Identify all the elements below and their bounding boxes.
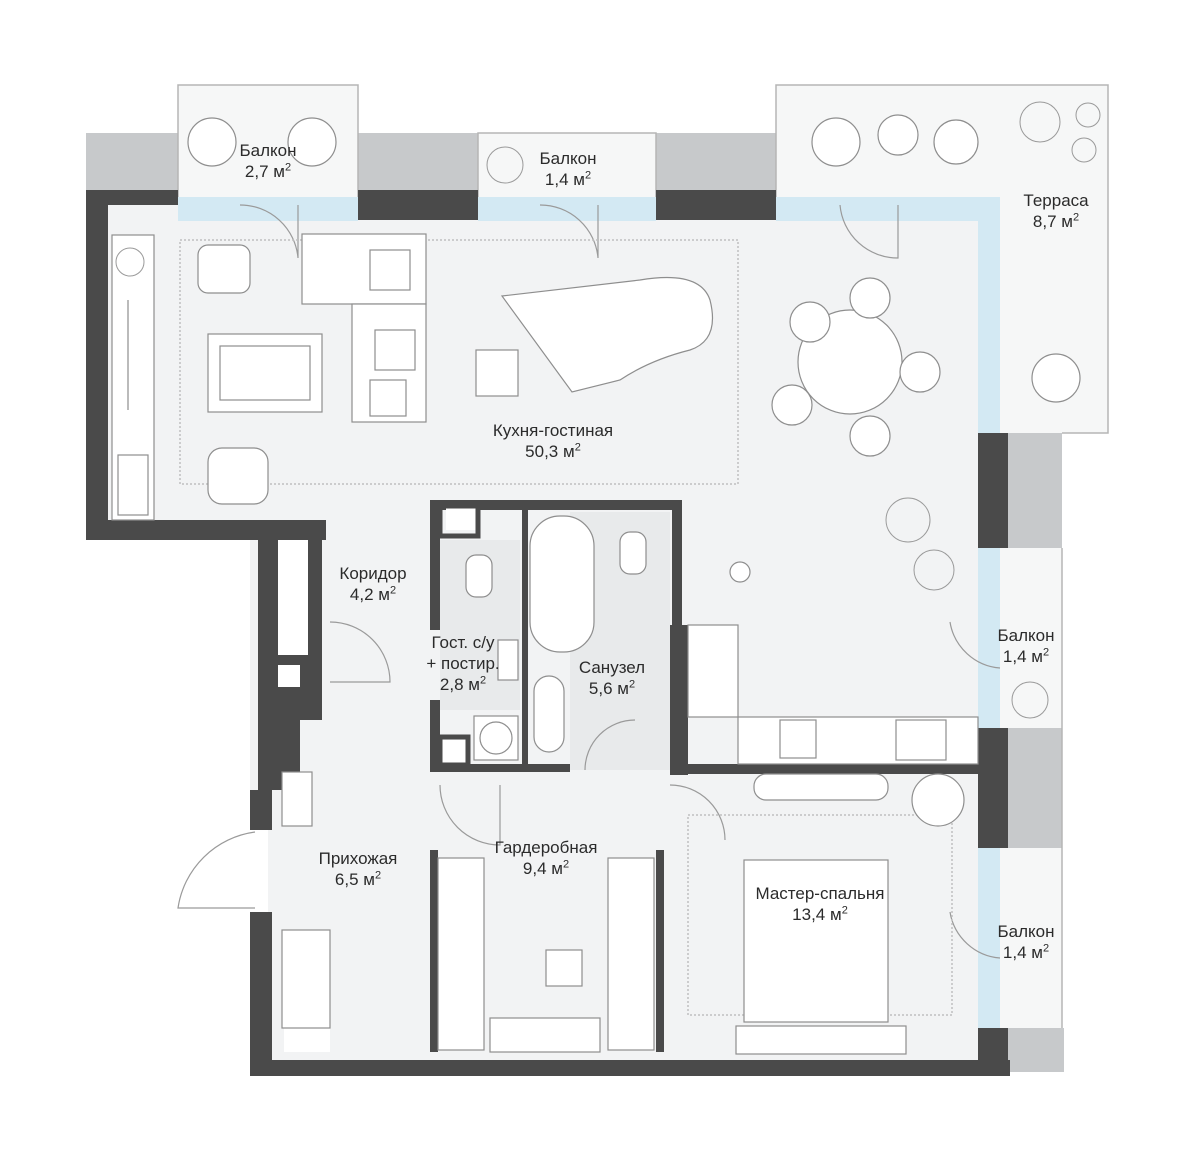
balcony-outlines — [177, 84, 1109, 1028]
room-label-bathroom: Санузел 5,6 м2 — [578, 658, 646, 698]
room-label-guest-wc: Гост. с/у + постир. 2,8 м2 — [426, 633, 500, 694]
shaft-box — [437, 734, 471, 768]
room-label-kitchen-living: Кухня-гостиная 50,3 м2 — [492, 421, 614, 461]
doors — [177, 204, 1001, 959]
room-label-balcony-4: Балкон 1,4 м2 — [997, 922, 1055, 962]
wall-cavities — [278, 508, 476, 1052]
living-rug — [179, 239, 739, 485]
room-label-balcony-1: Балкон 2,7 м2 — [239, 141, 297, 181]
room-label-corridor: Коридор 4,2 м2 — [339, 564, 407, 604]
floor-area — [96, 85, 1108, 1066]
room-label-balcony-3: Балкон 1,4 м2 — [997, 626, 1055, 666]
room-label-master-bedroom: Мастер-спальня 13,4 м2 — [755, 884, 885, 924]
shaft-box-top — [437, 503, 481, 539]
room-label-terrace: Терраса 8,7 м2 — [1023, 191, 1089, 231]
plant-icons — [115, 101, 1101, 719]
furniture — [111, 114, 1081, 1055]
facade-panels — [86, 133, 1064, 1072]
room-label-hallway: Прихожая 6,5 м2 — [318, 849, 398, 889]
room-label-wardrobe: Гардеробная 9,4 м2 — [494, 838, 598, 878]
glazing — [178, 197, 1000, 1028]
room-label-balcony-2: Балкон 1,4 м2 — [539, 149, 597, 189]
